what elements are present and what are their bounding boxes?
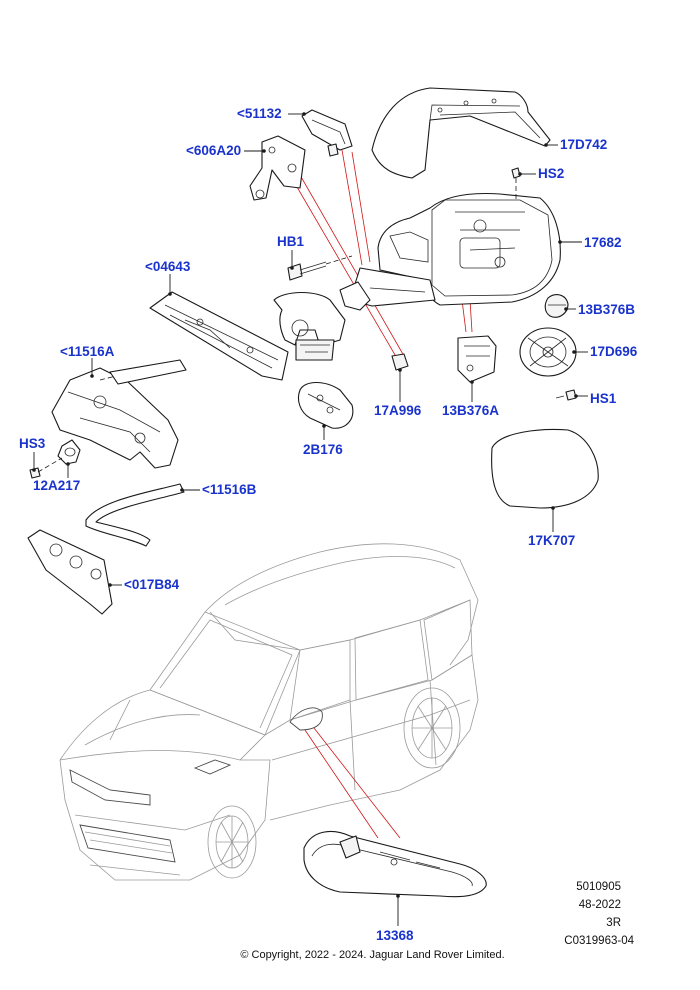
reference-number: 5010905 — [576, 881, 621, 893]
motor-13b376a — [457, 335, 497, 383]
leader-lines — [32, 112, 588, 926]
callout-13b376b[interactable]: 13B376B — [578, 302, 636, 317]
screw-hs2 — [511, 167, 521, 200]
mirror-housing-17682 — [349, 193, 561, 307]
actuator-17d696 — [519, 327, 577, 377]
callout-17a996[interactable]: 17A996 — [374, 403, 422, 418]
screw-hs3 — [29, 457, 63, 479]
bolt-hb1 — [287, 255, 353, 281]
callout-13b376a[interactable]: 13B376A — [442, 403, 500, 418]
callout-hs1[interactable]: HS1 — [590, 391, 617, 406]
callout-04643[interactable]: <04643 — [145, 259, 191, 274]
repeater-lamp-13368 — [303, 830, 487, 898]
callout-17682[interactable]: 17682 — [584, 235, 622, 250]
callout-17d696[interactable]: 17D696 — [590, 344, 638, 359]
copyright-notice: © Copyright, 2022 - 2024. Jaguar Land Ro… — [240, 949, 505, 961]
motor-13b376b — [544, 294, 569, 318]
seal-017b84 — [27, 529, 113, 615]
callout-12a217[interactable]: 12A217 — [33, 478, 81, 493]
trim-piece-51132 — [301, 109, 353, 157]
mirror-glass-bracket — [273, 281, 371, 361]
callout-017b84[interactable]: <017B84 — [124, 577, 180, 592]
callout-13368[interactable]: 13368 — [376, 928, 414, 943]
gear-assembly-11516a — [51, 359, 187, 469]
bracket-606a20 — [249, 135, 306, 201]
plug-12a217 — [57, 439, 81, 465]
switch-2b176 — [297, 381, 354, 429]
callout-606a20[interactable]: <606A20 — [186, 143, 242, 158]
vehicle-outline — [59, 543, 479, 881]
clip-17a996 — [391, 353, 409, 371]
callout-hs2[interactable]: HS2 — [538, 166, 565, 181]
illustration-code: C0319963-04 — [564, 935, 634, 947]
callout-11516a[interactable]: <11516A — [60, 344, 115, 359]
cable-11516b — [85, 483, 185, 547]
reference-date: 48-2022 — [578, 899, 621, 911]
callout-51132[interactable]: <51132 — [237, 106, 282, 121]
screw-hs1 — [555, 389, 577, 401]
mirror-cover-17d742 — [371, 87, 551, 179]
callout-hb1[interactable]: HB1 — [277, 234, 305, 249]
association-lines — [289, 149, 473, 839]
callout-17d742[interactable]: 17D742 — [560, 137, 608, 152]
callout-11516b[interactable]: <11516B — [202, 482, 257, 497]
callout-2b176[interactable]: 2B176 — [303, 442, 343, 457]
callout-17k707[interactable]: 17K707 — [528, 533, 576, 548]
reference-revision: 3R — [606, 917, 621, 929]
callout-hs3[interactable]: HS3 — [19, 436, 46, 451]
mirror-glass-17k707 — [491, 429, 599, 509]
